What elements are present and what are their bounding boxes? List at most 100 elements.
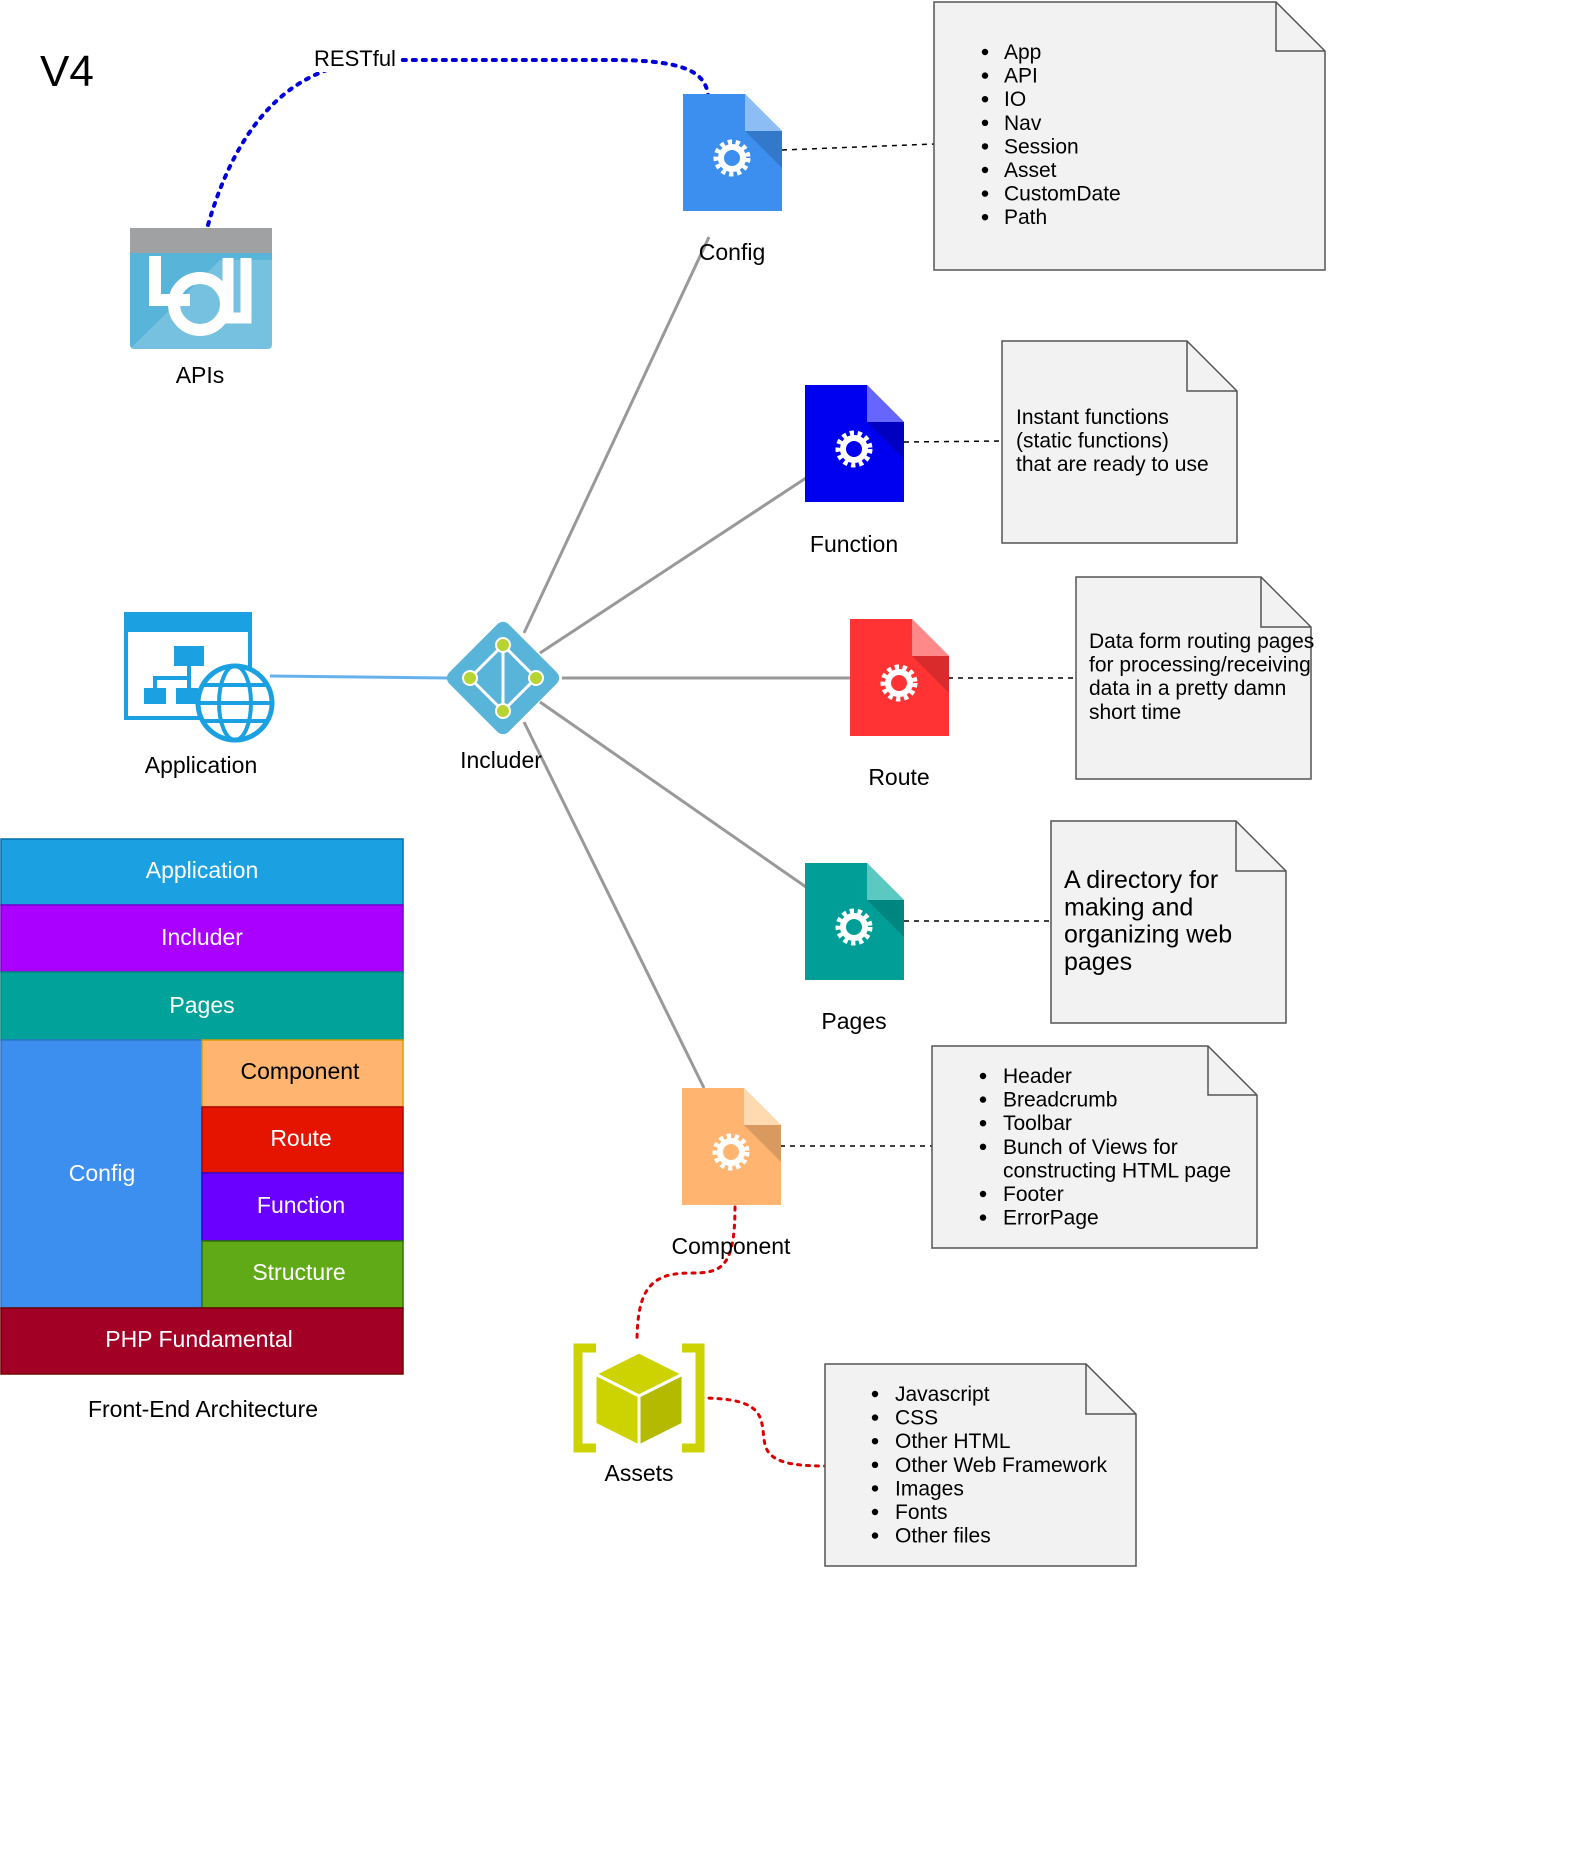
pages-label: Pages [821, 1008, 886, 1034]
front-end-architecture-stack: Application Includer Pages Config Compon… [0, 838, 404, 1422]
includer-pages-link [539, 700, 807, 889]
route-label: Route [868, 764, 929, 790]
function-node[interactable]: Function [805, 385, 904, 557]
bullet-dot [979, 1072, 987, 1080]
list-item: constructing HTML page [1003, 1159, 1231, 1182]
route-node[interactable]: Route [850, 619, 949, 790]
assets-note-link [698, 1396, 827, 1468]
config-gear-file-icon [683, 94, 782, 211]
note-line: (static functions) [1016, 430, 1169, 453]
includer-component-link [522, 721, 706, 1089]
diagram-title: V4 [40, 47, 94, 96]
list-item: Other HTML [895, 1430, 1011, 1453]
includer-node[interactable]: Includer [444, 619, 563, 773]
component-gear-file-icon [682, 1088, 781, 1205]
bullet-dot [871, 1461, 879, 1469]
list-item: CustomDate [1004, 183, 1121, 206]
note-line: Data form routing pages [1089, 630, 1314, 653]
component-assets-link [635, 1205, 737, 1345]
application-label: Application [145, 752, 258, 778]
route-gear-file-icon [850, 619, 949, 736]
web-application-icon [124, 612, 275, 743]
function-label: Function [810, 531, 898, 557]
stack-php-label: PHP Fundamental [105, 1326, 293, 1352]
hierarchy-diamond-icon [446, 621, 560, 735]
bullet-dot [981, 143, 989, 150]
bullet-dot [981, 190, 989, 197]
component-label: Component [672, 1233, 792, 1259]
list-item: Breadcrumb [1003, 1089, 1117, 1112]
list-item: Asset [1004, 159, 1057, 182]
bullet-dot [871, 1485, 879, 1492]
apis-node[interactable]: APIs [130, 228, 272, 388]
list-item: Other files [895, 1525, 991, 1548]
restful-label: RESTful [314, 46, 396, 71]
stack-pages-label: Pages [169, 992, 234, 1018]
stack-function-label: Function [257, 1192, 345, 1218]
list-item: Bunch of Views for [1003, 1136, 1178, 1159]
list-item: Javascript [895, 1383, 990, 1406]
note-line: pages [1064, 948, 1132, 976]
note-line: organizing web [1064, 921, 1232, 949]
pages-gear-file-icon [805, 863, 904, 980]
note-line: for processing/receiving [1089, 654, 1311, 677]
note-line: Instant functions [1016, 406, 1169, 429]
list-item: ErrorPage [1003, 1207, 1099, 1230]
function-note-text: Instant functions(static functions)that … [1016, 406, 1209, 476]
bullet-dot [979, 1096, 987, 1103]
note-line: A directory for [1064, 866, 1218, 894]
assets-node[interactable]: Assets [573, 1343, 705, 1486]
bullet-dot [981, 72, 989, 79]
includer-label: Includer [460, 747, 542, 773]
list-item: App [1004, 41, 1041, 64]
includer-config-link [522, 236, 711, 634]
pages-node[interactable]: Pages [805, 863, 904, 1034]
list-item: Other Web Framework [895, 1454, 1107, 1477]
cube-icon [573, 1343, 705, 1453]
note-line: short time [1089, 701, 1181, 724]
list-item: API [1004, 65, 1038, 88]
list-item: CSS [895, 1407, 938, 1430]
list-item: Nav [1004, 112, 1042, 135]
component-node[interactable]: Component [672, 1088, 792, 1259]
stack-includer-label: Includer [161, 924, 243, 950]
stack-structure-label: Structure [252, 1259, 345, 1285]
config-node[interactable]: Config [683, 94, 782, 265]
restful-link [206, 58, 710, 227]
apis-label: APIs [176, 362, 225, 388]
bullet-dot [871, 1438, 879, 1445]
bullet-dot [979, 1143, 987, 1151]
note-line: that are ready to use [1016, 453, 1209, 476]
bullet-dot [981, 48, 989, 56]
bullet-dot [979, 1214, 987, 1221]
note-line: data in a pretty damn [1089, 677, 1286, 700]
list-item: Images [895, 1477, 964, 1500]
bullet-dot [981, 214, 989, 221]
stack-route-label: Route [270, 1125, 331, 1151]
note-line: making and [1064, 893, 1193, 921]
function-gear-file-icon [805, 385, 904, 502]
list-item: Session [1004, 135, 1079, 158]
application-node[interactable]: Application [124, 612, 275, 778]
function-note-link [903, 440, 1003, 443]
stack-application-label: Application [146, 857, 259, 883]
application-includer-link [269, 674, 448, 680]
assets-label: Assets [604, 1460, 673, 1486]
list-item: Header [1003, 1065, 1072, 1088]
includer-function-link [539, 476, 807, 655]
config-note-link [781, 143, 935, 151]
stack-caption: Front-End Architecture [88, 1396, 318, 1422]
function-note: Instant functions(static functions)that … [1001, 340, 1238, 544]
bullet-dot [981, 119, 989, 127]
bullet-dot [981, 166, 989, 174]
stack-component-label: Component [241, 1058, 361, 1084]
